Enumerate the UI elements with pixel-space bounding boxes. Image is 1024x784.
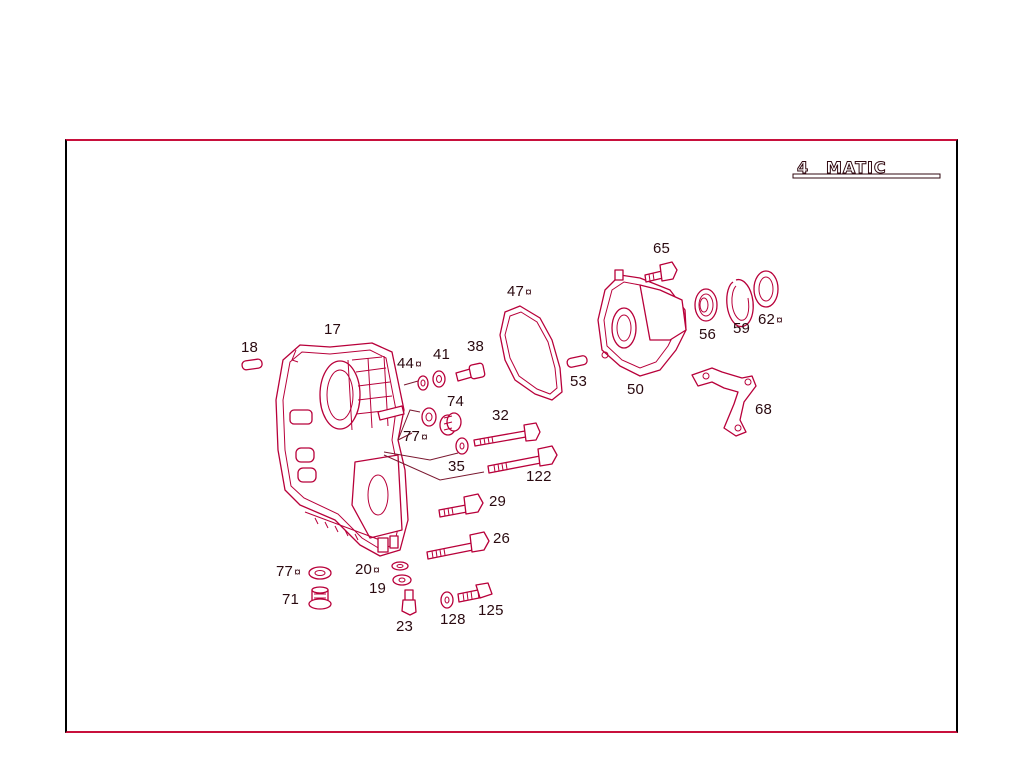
part-50-housing-cover-icon[interactable] [597, 269, 687, 377]
label-77-lower[interactable]: 77¤ [276, 564, 301, 579]
label-18-number: 18 [241, 339, 259, 356]
label-65[interactable]: 65 [653, 241, 671, 256]
label-50[interactable]: 50 [627, 382, 645, 397]
leader-lines [383, 380, 485, 481]
label-53[interactable]: 53 [570, 374, 588, 389]
label-74-number: 74 [447, 393, 465, 410]
part-41-seal-ring-icon[interactable] [432, 370, 446, 388]
label-20[interactable]: 20¤ [355, 562, 380, 577]
label-29-number: 29 [489, 493, 507, 510]
label-77-lower-number: 77 [276, 563, 294, 580]
label-65-number: 65 [653, 240, 671, 257]
label-17[interactable]: 17 [324, 322, 342, 337]
label-56[interactable]: 56 [699, 327, 717, 342]
label-47-number: 47 [507, 283, 525, 300]
part-19-washer-icon[interactable] [392, 574, 412, 586]
label-56-number: 56 [699, 326, 717, 343]
label-47-mark: ¤ [525, 285, 532, 299]
label-44[interactable]: 44¤ [397, 356, 422, 371]
4matic-badge-logo: 4 MATIC [792, 158, 941, 179]
label-47[interactable]: 47¤ [507, 284, 532, 299]
part-128-washer-icon[interactable] [440, 591, 454, 609]
label-68[interactable]: 68 [755, 402, 773, 417]
label-59-number: 59 [733, 320, 751, 337]
part-59-circlip-icon[interactable] [726, 278, 754, 328]
part-125-screw-icon[interactable] [457, 582, 493, 603]
label-35-number: 35 [448, 458, 466, 475]
label-19[interactable]: 19 [369, 581, 387, 596]
label-77-upper-mark: ¤ [421, 430, 428, 444]
part-20-seal-ring-icon[interactable] [391, 561, 409, 571]
label-29[interactable]: 29 [489, 494, 507, 509]
label-128-number: 128 [440, 611, 466, 628]
label-20-mark: ¤ [373, 563, 380, 577]
label-77-upper-number: 77 [403, 428, 421, 445]
label-122-number: 122 [526, 468, 552, 485]
part-77-seal-ring-lower-icon[interactable] [308, 566, 332, 580]
part-53-dowel-pin-icon[interactable] [566, 355, 588, 368]
4matic-badge-text: MATIC [826, 158, 887, 177]
label-26-number: 26 [493, 530, 511, 547]
label-23[interactable]: 23 [396, 619, 414, 634]
part-44-washer-icon[interactable] [417, 375, 429, 391]
part-23-screw-icon[interactable] [401, 589, 417, 616]
label-17-number: 17 [324, 321, 342, 338]
part-122-bolt-icon[interactable] [487, 445, 558, 474]
label-53-number: 53 [570, 373, 588, 390]
label-44-mark: ¤ [415, 357, 422, 371]
part-35-washer-icon[interactable] [455, 437, 469, 455]
label-20-number: 20 [355, 561, 373, 578]
label-32-number: 32 [492, 407, 510, 424]
part-77-seal-ring-upper-icon[interactable] [421, 407, 437, 427]
part-18-dowel-pin-icon[interactable] [241, 358, 263, 371]
part-62-shaft-seal-icon[interactable] [753, 270, 779, 308]
part-65-screw-icon[interactable] [644, 261, 678, 283]
part-38-breather-fitting-icon[interactable] [455, 362, 486, 382]
label-26[interactable]: 26 [493, 531, 511, 546]
part-56-ball-bearing-icon[interactable] [694, 288, 718, 322]
label-77-lower-mark: ¤ [294, 565, 301, 579]
label-50-number: 50 [627, 381, 645, 398]
part-17-housing-icon[interactable] [275, 342, 409, 557]
part-74-screw-plug-icon[interactable] [439, 412, 462, 436]
label-122[interactable]: 122 [526, 469, 553, 484]
label-38[interactable]: 38 [467, 339, 485, 354]
label-18[interactable]: 18 [241, 340, 259, 355]
label-41-number: 41 [433, 346, 451, 363]
label-41[interactable]: 41 [433, 347, 451, 362]
label-38-number: 38 [467, 338, 485, 355]
label-62-mark: ¤ [776, 313, 783, 327]
label-71-number: 71 [282, 591, 300, 608]
part-47-gasket-icon[interactable] [499, 305, 563, 401]
label-62[interactable]: 62¤ [758, 312, 783, 327]
label-74[interactable]: 74 [447, 394, 465, 409]
part-26-bolt-icon[interactable] [426, 531, 490, 560]
4matic-badge-prefix: 4 [797, 158, 809, 177]
label-62-number: 62 [758, 311, 776, 328]
label-59[interactable]: 59 [733, 321, 751, 336]
part-71-drain-plug-icon[interactable] [308, 586, 332, 610]
label-128[interactable]: 128 [440, 612, 467, 627]
label-19-number: 19 [369, 580, 387, 597]
label-32[interactable]: 32 [492, 408, 510, 423]
label-35[interactable]: 35 [448, 459, 466, 474]
label-77-upper[interactable]: 77¤ [403, 429, 428, 444]
part-68-bracket-icon[interactable] [691, 367, 757, 437]
label-68-number: 68 [755, 401, 773, 418]
label-125[interactable]: 125 [478, 603, 505, 618]
label-125-number: 125 [478, 602, 504, 619]
label-71[interactable]: 71 [282, 592, 300, 607]
label-44-number: 44 [397, 355, 415, 372]
label-23-number: 23 [396, 618, 414, 635]
diagram-frame [65, 139, 958, 733]
part-29-bolt-icon[interactable] [438, 493, 484, 518]
part-32-bolt-icon[interactable] [473, 422, 541, 447]
